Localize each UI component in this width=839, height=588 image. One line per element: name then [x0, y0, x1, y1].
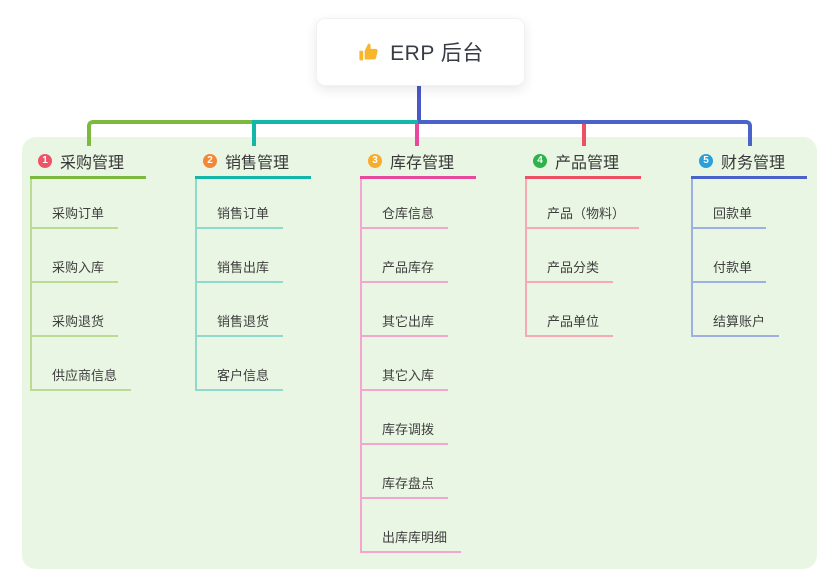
- child-node[interactable]: 采购入库: [32, 229, 119, 283]
- child-node-label: 产品单位: [547, 314, 600, 329]
- child-node[interactable]: 仓库信息: [362, 179, 449, 229]
- child-node[interactable]: 其它入库: [362, 337, 449, 391]
- child-node[interactable]: 产品（物料）: [527, 179, 640, 229]
- child-node[interactable]: 销售退货: [197, 283, 284, 337]
- branch-title-label: 销售管理: [225, 154, 290, 172]
- child-node[interactable]: 销售出库: [197, 229, 284, 283]
- branch-children-list: 销售订单 销售出库 销售退货 客户信息: [195, 179, 284, 391]
- branch-children-list: 产品（物料） 产品分类 产品单位: [525, 179, 640, 337]
- child-node[interactable]: 供应商信息: [32, 337, 132, 391]
- branch-title-label: 采购管理: [60, 154, 125, 172]
- branch-title-node[interactable]: 3 库存管理: [360, 145, 477, 179]
- child-node[interactable]: 库存盘点: [362, 445, 449, 499]
- child-node[interactable]: 其它出库: [362, 283, 449, 337]
- child-node-label: 其它出库: [382, 314, 435, 329]
- child-node[interactable]: 采购退货: [32, 283, 119, 337]
- child-node-label: 采购订单: [52, 206, 105, 221]
- branch-title-label: 库存管理: [390, 154, 455, 172]
- child-node-label: 销售退货: [217, 314, 270, 329]
- branch-number-badge: 2: [203, 153, 217, 168]
- child-node-label: 其它入库: [382, 368, 435, 383]
- thumbs-up-icon: [357, 41, 380, 64]
- child-node-label: 客户信息: [217, 368, 270, 383]
- child-node-label: 产品（物料）: [547, 206, 626, 221]
- child-node-label: 产品库存: [382, 260, 435, 275]
- branch-number-badge: 3: [368, 153, 382, 168]
- child-node-label: 销售出库: [217, 260, 270, 275]
- child-node-label: 采购退货: [52, 314, 105, 329]
- child-node-label: 出库库明细: [382, 530, 448, 545]
- root-node[interactable]: ERP 后台: [316, 18, 525, 86]
- child-node[interactable]: 客户信息: [197, 337, 284, 391]
- branch-title-label: 财务管理: [721, 154, 786, 172]
- branch-children-list: 回款单 付款单 结算账户: [691, 179, 780, 337]
- child-node[interactable]: 产品库存: [362, 229, 449, 283]
- branch-title-node[interactable]: 1 采购管理: [30, 145, 147, 179]
- child-node[interactable]: 产品分类: [527, 229, 614, 283]
- connector-branch-3: [415, 124, 419, 146]
- branch-column-4: 4 产品管理 产品（物料） 产品分类 产品单位: [525, 145, 642, 337]
- branch-column-1: 1 采购管理 采购订单 采购入库 采购退货 供应商信息: [30, 145, 147, 391]
- branch-column-2: 2 销售管理 销售订单 销售出库 销售退货 客户信息: [195, 145, 312, 391]
- child-node[interactable]: 采购订单: [32, 179, 119, 229]
- branch-number-badge: 5: [699, 153, 713, 168]
- child-node-label: 库存盘点: [382, 476, 435, 491]
- child-node-label: 回款单: [713, 206, 753, 221]
- child-node-label: 采购入库: [52, 260, 105, 275]
- child-node[interactable]: 回款单: [693, 179, 767, 229]
- branch-children-list: 采购订单 采购入库 采购退货 供应商信息: [30, 179, 132, 391]
- child-node[interactable]: 销售订单: [197, 179, 284, 229]
- branch-number-badge: 4: [533, 153, 547, 168]
- branch-title-node[interactable]: 4 产品管理: [525, 145, 642, 179]
- branch-title-label: 产品管理: [555, 154, 620, 172]
- root-title: ERP 后台: [390, 42, 484, 65]
- connector-branch-4: [582, 124, 586, 146]
- connector-branch-2: [252, 120, 256, 146]
- branch-title-node[interactable]: 5 财务管理: [691, 145, 808, 179]
- branch-column-5: 5 财务管理 回款单 付款单 结算账户: [691, 145, 808, 337]
- connector-branch-5: [418, 120, 752, 146]
- branch-number-badge: 1: [38, 153, 52, 168]
- child-node[interactable]: 出库库明细: [362, 499, 462, 553]
- child-node[interactable]: 付款单: [693, 229, 767, 283]
- branch-column-3: 3 库存管理 仓库信息 产品库存 其它出库 其它入库 库存调拨 库存盘点 出库库…: [360, 145, 477, 553]
- child-node-label: 销售订单: [217, 206, 270, 221]
- root-connector: [417, 84, 421, 124]
- child-node-label: 供应商信息: [52, 368, 118, 383]
- child-node-label: 付款单: [713, 260, 753, 275]
- child-node[interactable]: 结算账户: [693, 283, 780, 337]
- child-node[interactable]: 产品单位: [527, 283, 614, 337]
- connector-bus-teal: [252, 120, 421, 124]
- child-node[interactable]: 库存调拨: [362, 391, 449, 445]
- branch-children-list: 仓库信息 产品库存 其它出库 其它入库 库存调拨 库存盘点 出库库明细: [360, 179, 462, 553]
- child-node-label: 产品分类: [547, 260, 600, 275]
- child-node-label: 库存调拨: [382, 422, 435, 437]
- child-node-label: 结算账户: [713, 314, 766, 329]
- connector-branch-1: [87, 120, 252, 146]
- child-node-label: 仓库信息: [382, 206, 435, 221]
- branch-title-node[interactable]: 2 销售管理: [195, 145, 312, 179]
